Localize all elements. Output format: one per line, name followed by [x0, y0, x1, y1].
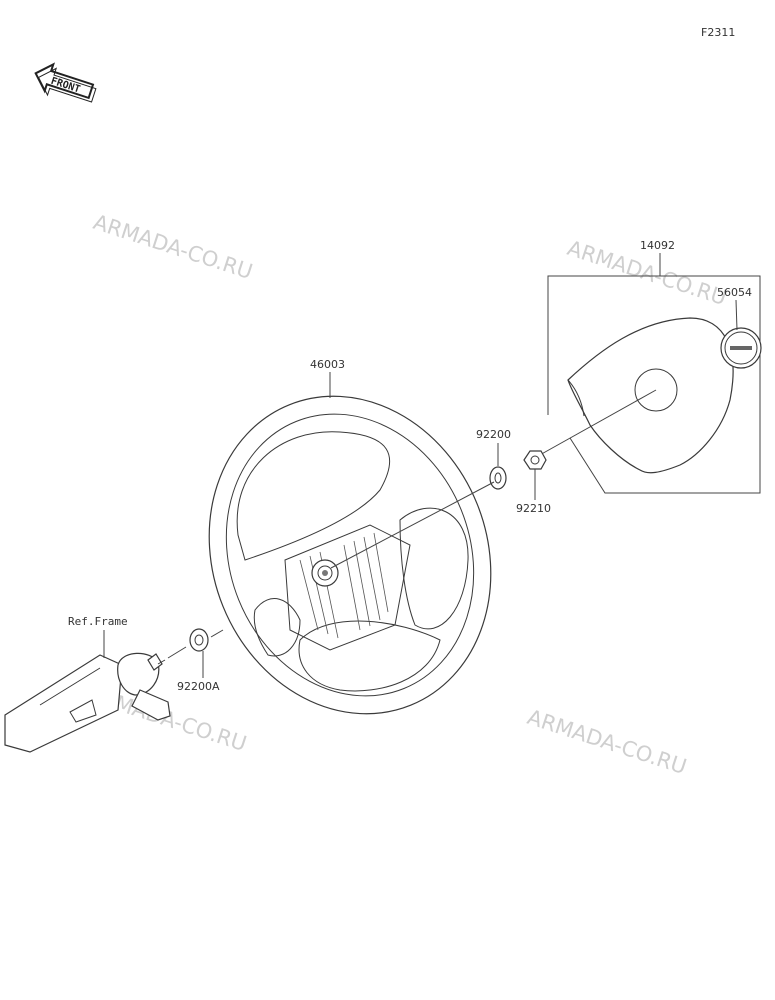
- washer-a: [189, 628, 209, 652]
- front-arrow-icon: FRONT: [34, 62, 97, 103]
- label-cover: 14092: [640, 239, 675, 252]
- washer: [489, 466, 507, 490]
- leader-washer-a-to-wheel: [210, 629, 224, 638]
- watermark-1: ARMADA-CO.RU: [90, 210, 255, 284]
- label-nut: 92210: [516, 502, 551, 515]
- leader-emblem: [735, 299, 738, 331]
- leader-washer-to-hub: [330, 481, 495, 569]
- leader-cover-to-nut: [537, 389, 657, 457]
- emblem: [720, 327, 762, 369]
- label-ref-frame: Ref.Frame: [68, 615, 128, 628]
- watermark-5: ARMADA-CO.RU: [524, 705, 689, 779]
- steering-wheel: [208, 395, 492, 715]
- horn-cover: [567, 317, 734, 474]
- cover-box: [547, 253, 761, 494]
- label-emblem: 56054: [717, 286, 752, 299]
- label-washer: 92200: [476, 428, 511, 441]
- steering-column: [4, 652, 171, 753]
- leader-column-to-washer-a: [167, 646, 187, 659]
- nut: [523, 450, 547, 470]
- label-steering-wheel: 46003: [310, 358, 345, 371]
- diagram-code: F2311: [701, 26, 735, 39]
- label-washer-a: 92200A: [177, 680, 220, 693]
